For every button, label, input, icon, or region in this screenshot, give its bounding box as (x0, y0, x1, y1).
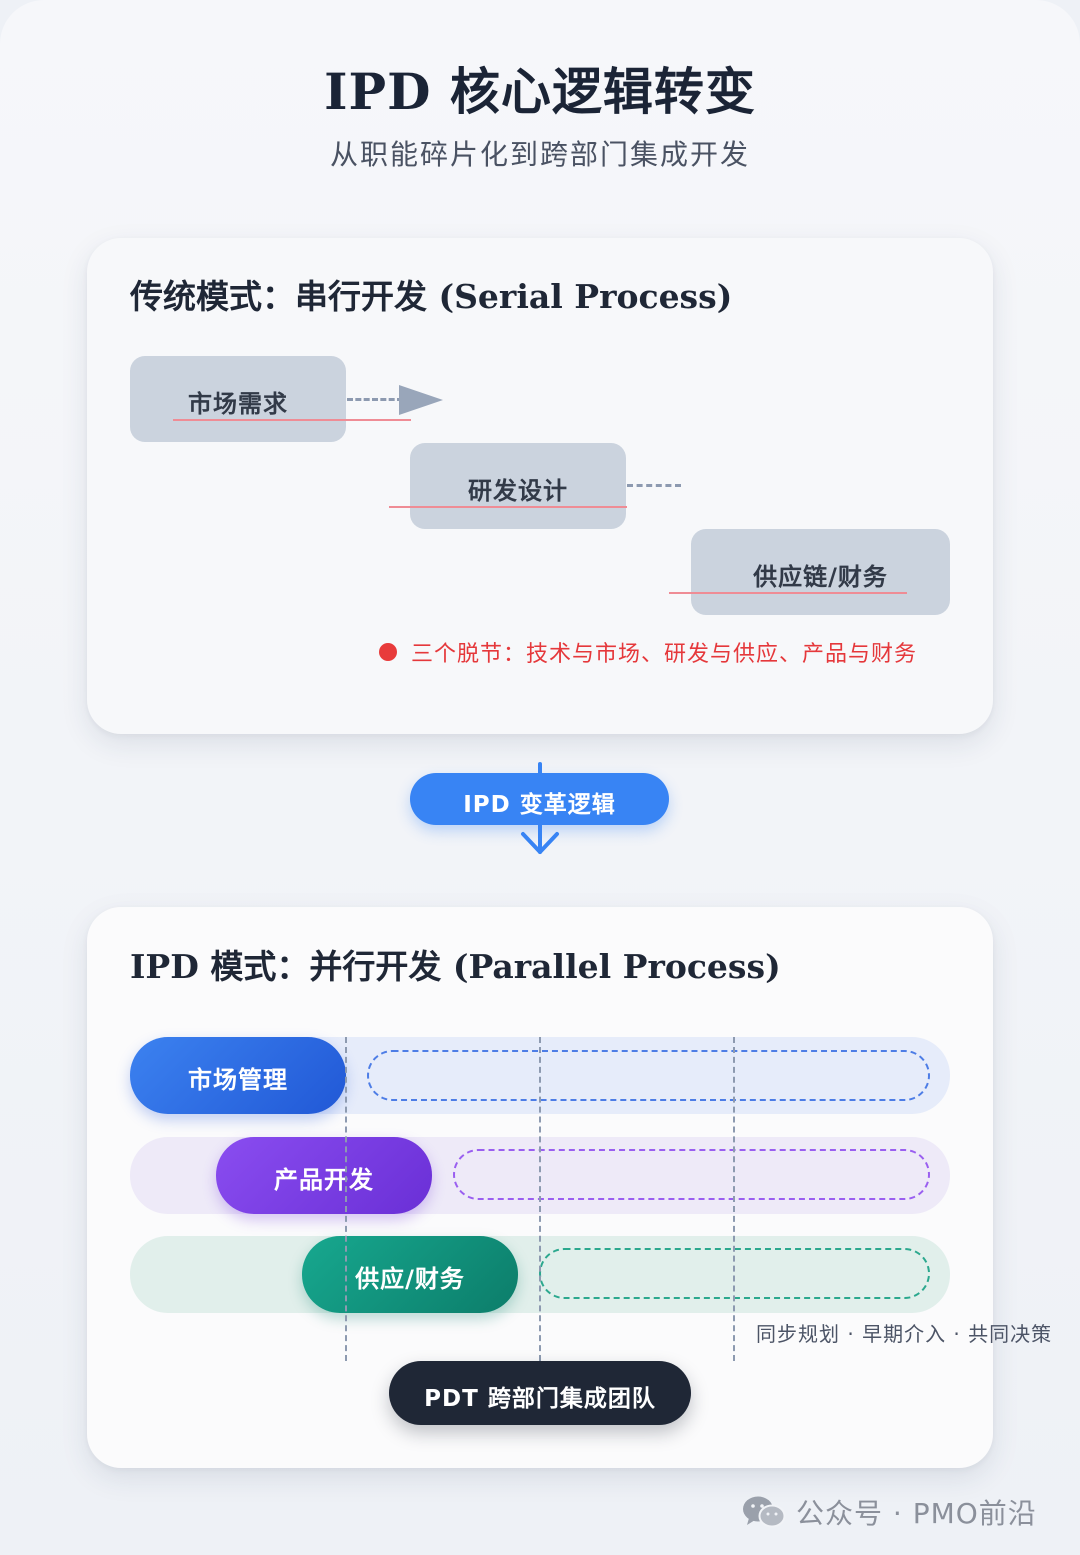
parallel-card-title: IPD 模式：并行开发 (Parallel Process) (130, 947, 781, 986)
disconnect-note-text: 三个脱节：技术与市场、研发与供应、产品与财务 (411, 642, 918, 667)
alert-dot-icon (379, 643, 397, 661)
handoff-dash-line (627, 484, 681, 487)
page-title: IPD 核心逻辑转变 (324, 62, 756, 121)
serial-step-label: 供应链/财务 (753, 563, 888, 591)
arrow-right-icon (399, 385, 443, 415)
pdt-team-label: PDT 跨部门集成团队 (424, 1386, 656, 1412)
handoff-arrow-line (347, 398, 403, 401)
lane-chip-label: 市场管理 (188, 1066, 288, 1094)
serial-step-label: 研发设计 (468, 477, 568, 505)
transition-badge: IPD 变革逻辑 (410, 773, 669, 825)
page-subtitle: 从职能碎片化到跨部门集成开发 (329, 138, 750, 171)
lane-span-product (453, 1149, 930, 1200)
lane-chip-supply: 供应/财务 (302, 1236, 518, 1313)
serial-process-card: 传统模式：串行开发 (Serial Process) (87, 238, 993, 734)
sync-line (345, 1037, 347, 1361)
lane-span-market (367, 1050, 930, 1101)
transition-label: IPD 变革逻辑 (463, 792, 616, 818)
serial-step-label: 市场需求 (188, 390, 288, 418)
serial-step-market: 市场需求 (130, 356, 346, 442)
wechat-icon (743, 1496, 786, 1528)
disconnect-line (669, 592, 907, 594)
lane-chip-label: 供应/财务 (355, 1265, 465, 1293)
sync-caption: 同步规划 · 早期介入 · 共同决策 (756, 1322, 1053, 1346)
serial-step-rd: 研发设计 (410, 443, 626, 529)
lane-chip-product: 产品开发 (216, 1137, 432, 1214)
serial-step-supply: 供应链/财务 (691, 529, 950, 615)
watermark-text: 公众号 · PMO前沿 (796, 1497, 1037, 1530)
serial-card-title: 传统模式：串行开发 (Serial Process) (130, 277, 733, 316)
lane-chip-label: 产品开发 (274, 1166, 374, 1194)
lane-chip-market: 市场管理 (130, 1037, 346, 1114)
disconnect-line (173, 419, 411, 421)
disconnect-note: 三个脱节：技术与市场、研发与供应、产品与财务 (379, 636, 917, 668)
disconnect-line (389, 506, 627, 508)
watermark: 公众号 · PMO前沿 (742, 1492, 1037, 1532)
pdt-team-badge: PDT 跨部门集成团队 (389, 1361, 691, 1425)
sync-line (733, 1037, 735, 1361)
sync-line (539, 1037, 541, 1361)
